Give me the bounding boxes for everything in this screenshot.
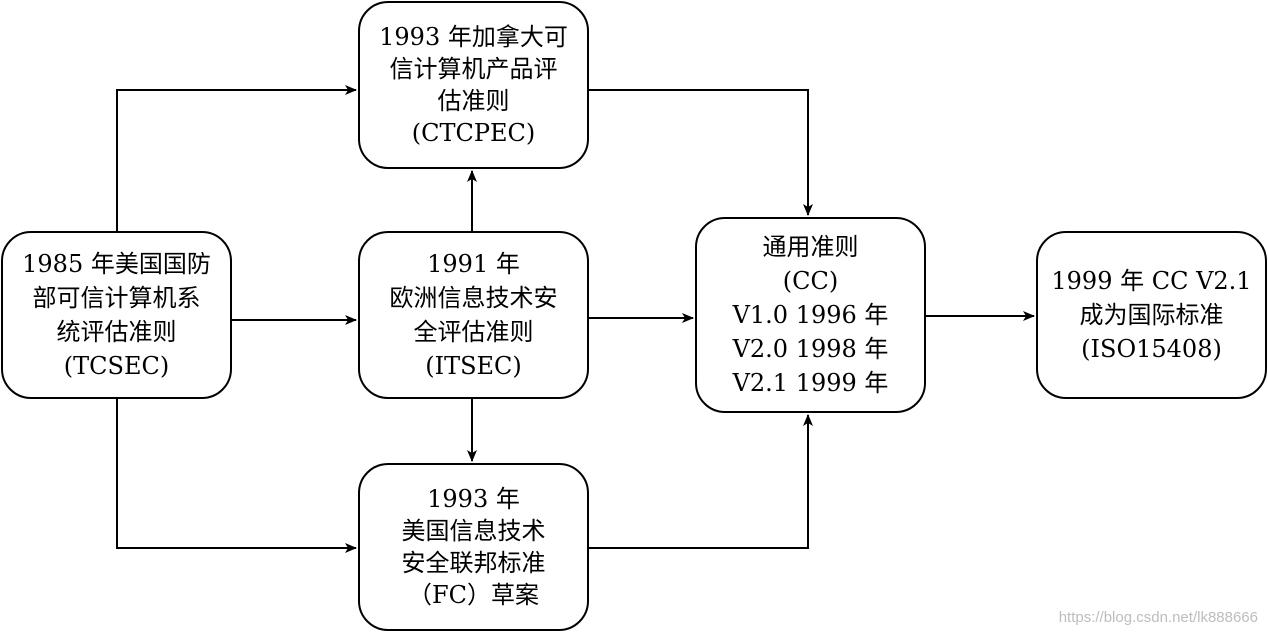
node-cc-line-4: V2.0 1998 年 [732, 335, 889, 363]
node-ctcpec-line-1: 1993 年加拿大可 [379, 23, 568, 51]
node-tcsec-line-1: 1985 年美国国防 [22, 250, 211, 278]
node-fc-line-4: （FC）草案 [407, 581, 539, 609]
node-iso: 1999 年 CC V2.1 成为国际标准 (ISO15408) [1036, 231, 1267, 399]
arrow-tcsec-to-fc [116, 399, 357, 553]
node-tcsec-line-2: 部可信计算机系 [32, 284, 201, 312]
arrow-tcsec-to-ctcpec [116, 85, 357, 231]
arrow-fc-to-cc [589, 414, 813, 549]
node-ctcpec-label: 1993 年加拿大可 信计算机产品评 估准则 (CTCPEC) [379, 21, 568, 149]
node-itsec-line-1: 1991 年 [427, 250, 520, 278]
node-fc-line-3: 安全联邦标准 [401, 549, 546, 577]
node-ctcpec-line-3: 估准则 [437, 87, 510, 115]
node-tcsec-label: 1985 年美国国防 部可信计算机系 统评估准则 (TCSEC) [22, 247, 211, 383]
node-itsec-label: 1991 年 欧洲信息技术安 全评估准则 (ITSEC) [390, 247, 558, 383]
node-fc-label: 1993 年 美国信息技术 安全联邦标准 （FC）草案 [402, 483, 546, 611]
node-cc-label: 通用准则 (CC) V1.0 1996 年 V2.0 1998 年 V2.1 1… [733, 230, 889, 400]
node-itsec-line-2: 欧洲信息技术安 [389, 284, 558, 312]
node-ctcpec-line-2: 信计算机产品评 [389, 55, 558, 83]
watermark-url: https://blog.csdn.net/lk888666 [1058, 609, 1258, 626]
node-cc: 通用准则 (CC) V1.0 1996 年 V2.0 1998 年 V2.1 1… [695, 217, 926, 413]
node-ctcpec: 1993 年加拿大可 信计算机产品评 估准则 (CTCPEC) [358, 1, 589, 169]
node-tcsec: 1985 年美国国防 部可信计算机系 统评估准则 (TCSEC) [1, 231, 232, 399]
node-tcsec-line-3: 统评估准则 [56, 318, 177, 346]
node-fc-line-2: 美国信息技术 [401, 517, 546, 545]
node-tcsec-line-4: (TCSEC) [63, 352, 170, 380]
node-cc-line-3: V1.0 1996 年 [732, 301, 889, 329]
node-fc: 1993 年 美国信息技术 安全联邦标准 （FC）草案 [358, 463, 589, 631]
node-itsec-line-4: (ITSEC) [425, 352, 522, 380]
node-ctcpec-line-4: (CTCPEC) [411, 119, 536, 147]
node-itsec: 1991 年 欧洲信息技术安 全评估准则 (ITSEC) [358, 231, 589, 399]
node-itsec-line-3: 全评估准则 [413, 318, 534, 346]
node-cc-line-1: 通用准则 [762, 233, 859, 261]
node-iso-label: 1999 年 CC V2.1 成为国际标准 (ISO15408) [1051, 264, 1251, 366]
node-cc-line-2: (CC) [782, 267, 839, 295]
node-cc-line-5: V2.1 1999 年 [732, 369, 889, 397]
arrow-ctcpec-to-cc [589, 89, 813, 216]
node-iso-line-3: (ISO15408) [1081, 335, 1222, 363]
node-iso-line-2: 成为国际标准 [1079, 301, 1224, 329]
node-fc-line-1: 1993 年 [427, 485, 520, 513]
node-iso-line-1: 1999 年 CC V2.1 [1051, 267, 1252, 295]
